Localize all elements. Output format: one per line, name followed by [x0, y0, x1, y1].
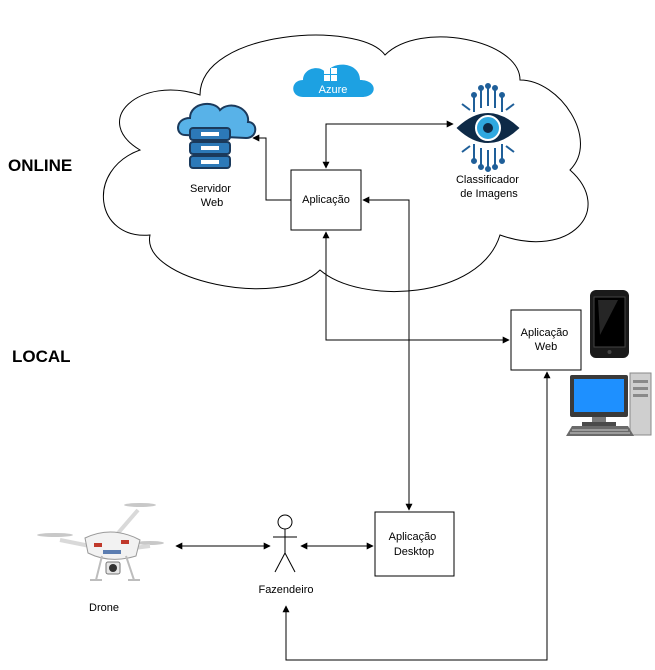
zone-local-label: LOCAL — [12, 347, 71, 366]
edge-aplicacao-servidor — [252, 134, 291, 201]
azure-logo: Azure — [293, 64, 374, 97]
connectors — [175, 120, 551, 661]
edge-aplicacao-classificador — [322, 120, 454, 169]
fazendeiro-label: Fazendeiro — [258, 584, 313, 596]
aplicacao-web-label: Aplicação Web — [521, 327, 572, 353]
aplicacao-label: Aplicação — [302, 194, 350, 206]
eye-icon — [456, 83, 520, 172]
server-icon — [177, 102, 257, 169]
azure-label: Azure — [319, 84, 348, 96]
classificador-label: Classificador de Imagens — [456, 174, 522, 200]
aplicacao-node[interactable]: Aplicação — [290, 169, 362, 231]
drone-icon — [37, 503, 164, 581]
aplicacao-web-node[interactable]: Aplicação Web — [510, 309, 582, 371]
smartphone-icon — [590, 290, 629, 358]
desktop-computer-icon — [566, 372, 652, 436]
edge-aplicacao-aplicacaoweb — [322, 231, 510, 344]
aplicacao-desktop-node[interactable]: Aplicação Desktop — [374, 511, 455, 577]
windows-icon — [324, 68, 330, 74]
fazendeiro-actor — [273, 514, 297, 573]
drone-label: Drone — [89, 602, 119, 614]
edge-fazendeiro-aplicacaoweb — [282, 371, 551, 661]
zone-online-label: ONLINE — [8, 156, 72, 175]
servidor-web-label: Servidor Web — [190, 183, 234, 209]
